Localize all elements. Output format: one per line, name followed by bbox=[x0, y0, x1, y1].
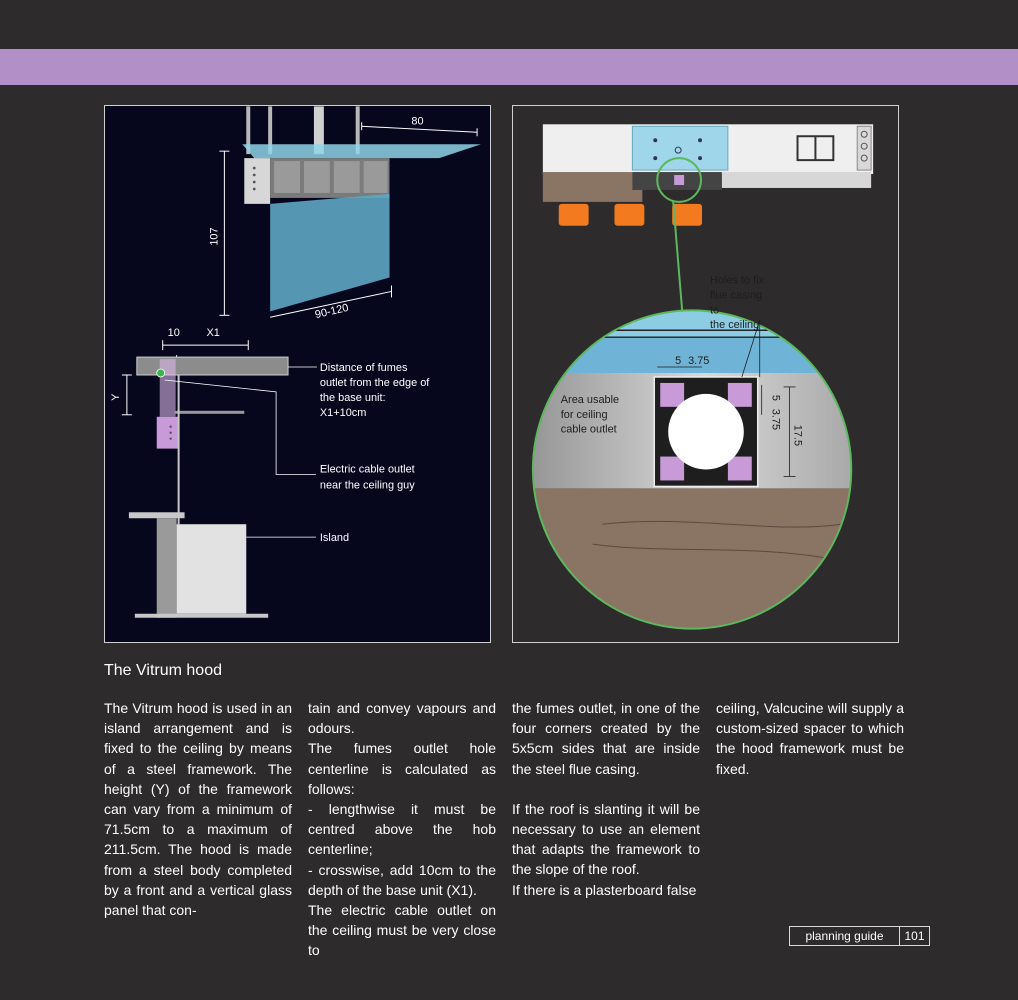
area-usable-label-3: cable outlet bbox=[561, 424, 617, 436]
article-title: The Vitrum hood bbox=[104, 662, 222, 679]
dim-175-vertical: 17.5 bbox=[792, 425, 804, 446]
hood-illustration bbox=[242, 106, 482, 312]
fumes-distance-label-2: outlet from the edge of bbox=[320, 377, 430, 389]
holes-label-1: Holes to fix bbox=[710, 274, 765, 286]
fumes-distance-label-1: Distance of fumes bbox=[320, 362, 408, 374]
header-band bbox=[0, 49, 1018, 85]
footer-section-label: planning guide bbox=[790, 927, 900, 945]
article-column-2: tain and convey vapours and odours. The … bbox=[308, 698, 496, 961]
hood-elevation-diagram: 80 107 90-120 10 X1 Y Distance of fumes … bbox=[104, 105, 491, 643]
dim-80: 80 bbox=[411, 115, 423, 127]
area-usable-label-1: Area usable bbox=[561, 394, 619, 406]
dim-5-vertical: 5 bbox=[770, 395, 782, 401]
column-1-paragraph: The Vitrum hood is used in an island arr… bbox=[104, 700, 292, 919]
dim-5-horizontal: 5 bbox=[675, 355, 681, 367]
holes-label-4: the ceiling bbox=[710, 319, 759, 331]
column-3-paragraph-1: the fumes outlet, in one of the four cor… bbox=[512, 700, 700, 777]
column-3-paragraph-3: If there is a plasterboard false bbox=[512, 881, 697, 898]
dim-90-120: 90-120 bbox=[314, 302, 350, 321]
page-footer: planning guide 101 bbox=[789, 926, 930, 946]
dim-x1: X1 bbox=[206, 327, 219, 339]
dimension-lines bbox=[121, 122, 478, 416]
article-column-4: ceiling, Valcucine will supply a custom-… bbox=[716, 698, 904, 779]
fumes-distance-label-3: the base unit: bbox=[320, 392, 386, 404]
column-4-paragraph: ceiling, Valcucine will supply a custom-… bbox=[716, 700, 904, 777]
detail-dimension-lines bbox=[657, 320, 796, 477]
ceiling-detail-diagram: Holes to fix flue casing to the ceiling … bbox=[512, 105, 899, 643]
article-column-3: the fumes outlet, in one of the four cor… bbox=[512, 698, 700, 900]
cable-outlet-label-1: Electric cable outlet bbox=[320, 463, 415, 475]
holes-label-2: flue casing bbox=[710, 289, 762, 301]
dim-10: 10 bbox=[168, 327, 180, 339]
dim-y: Y bbox=[110, 393, 122, 401]
cable-outlet-label-2: near the ceiling guy bbox=[320, 479, 415, 491]
island-illustration bbox=[128, 356, 289, 618]
holes-label-3: to bbox=[710, 304, 719, 316]
column-2-paragraph-4: - crosswise, add 10cm to the depth of th… bbox=[308, 861, 496, 898]
ceiling-detail-circle bbox=[532, 310, 852, 629]
column-3-paragraph-2: If the roof is slanting it will be neces… bbox=[512, 800, 700, 878]
page-number: 101 bbox=[904, 929, 925, 943]
column-2-paragraph-3: - lengthwise it must be centred above th… bbox=[308, 801, 496, 858]
dim-375-vertical: 3.75 bbox=[770, 409, 782, 430]
island-label: Island bbox=[320, 532, 349, 544]
area-usable-label-2: for ceiling bbox=[561, 409, 608, 421]
column-2-paragraph-1: tain and convey vapours and odours. bbox=[308, 700, 496, 737]
leader-lines bbox=[164, 366, 317, 538]
kitchen-plan-illustration bbox=[542, 124, 874, 226]
fumes-distance-label-4: X1+10cm bbox=[320, 407, 367, 419]
article-column-1: The Vitrum hood is used in an island arr… bbox=[104, 698, 292, 920]
column-2-paragraph-5: The electric cable outlet on the ceiling… bbox=[308, 902, 496, 959]
column-2-paragraph-2: The fumes outlet hole centerline is calc… bbox=[308, 740, 496, 797]
dim-375-horizontal: 3.75 bbox=[688, 355, 709, 367]
dim-107: 107 bbox=[208, 227, 220, 245]
